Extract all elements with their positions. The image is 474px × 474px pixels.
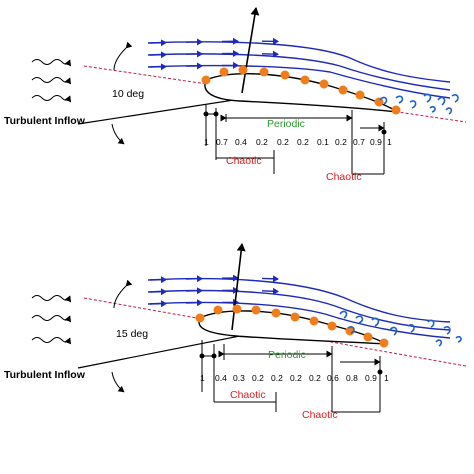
streamlines — [147, 41, 451, 99]
svg-text:1: 1 — [204, 137, 209, 147]
angle-arc-lower — [111, 371, 125, 393]
tick-values: 1 0.7 0.4 0.2 0.2 0.2 0.1 0.2 0.7 0.9 1 — [204, 137, 392, 147]
svg-text:1: 1 — [384, 373, 389, 383]
svg-text:0.4: 0.4 — [235, 137, 247, 147]
measure-lines — [199, 340, 383, 413]
svg-text:0.8: 0.8 — [346, 373, 358, 383]
chaotic-label-1: Chaotic — [226, 155, 262, 167]
angle-arc-lower — [111, 123, 125, 145]
panel-15deg: Turbulent Inflow 15 deg — [4, 243, 467, 421]
svg-text:0.2: 0.2 — [271, 373, 283, 383]
marker-points — [195, 304, 389, 348]
reference-dashed-line — [83, 65, 467, 123]
chaotic-label-2: Chaotic — [326, 171, 362, 183]
svg-text:0.2: 0.2 — [277, 137, 289, 147]
tick-values: 1 0.4 0.3 0.2 0.2 0.2 0.2 0.6 0.8 0.9 1 — [200, 373, 389, 383]
lift-arrow — [241, 7, 260, 94]
periodic-label: Periodic — [267, 118, 305, 130]
svg-text:1: 1 — [387, 137, 392, 147]
periodic-label: Periodic — [268, 349, 306, 361]
wake-vortices — [339, 310, 462, 347]
svg-text:0.7: 0.7 — [216, 137, 228, 147]
marker-points — [201, 65, 401, 115]
svg-text:0.1: 0.1 — [317, 137, 329, 147]
inflow-squiggles — [31, 59, 72, 103]
angle-label: 10 deg — [112, 88, 144, 100]
chaotic-label-2: Chaotic — [302, 409, 338, 421]
measure-lines — [203, 104, 387, 175]
svg-text:0.2: 0.2 — [309, 373, 321, 383]
svg-text:0.2: 0.2 — [256, 137, 268, 147]
inflow-squiggles — [31, 295, 72, 345]
angle-arc-upper — [113, 41, 133, 71]
svg-text:0.2: 0.2 — [297, 137, 309, 147]
streamline-arrows — [149, 37, 279, 71]
svg-text:0.2: 0.2 — [290, 373, 302, 383]
wake-vortices — [379, 93, 459, 115]
svg-text:0.2: 0.2 — [252, 373, 264, 383]
lift-arrow — [231, 243, 246, 331]
inflow-label: Turbulent Inflow — [4, 369, 86, 381]
angle-label: 15 deg — [116, 328, 148, 340]
svg-text:0.9: 0.9 — [370, 137, 382, 147]
streamline-arrows — [149, 274, 279, 308]
chaotic-label-1: Chaotic — [230, 389, 266, 401]
svg-text:0.6: 0.6 — [327, 373, 339, 383]
svg-text:0.2: 0.2 — [335, 137, 347, 147]
inflow-label: Turbulent Inflow — [4, 115, 86, 127]
svg-text:0.9: 0.9 — [365, 373, 377, 383]
angle-arc-upper — [113, 279, 133, 309]
svg-text:1: 1 — [200, 373, 205, 383]
svg-text:0.7: 0.7 — [353, 137, 365, 147]
panel-10deg: Turbulent Inflow — [4, 7, 467, 183]
svg-text:0.3: 0.3 — [233, 373, 245, 383]
svg-text:0.4: 0.4 — [215, 373, 227, 383]
